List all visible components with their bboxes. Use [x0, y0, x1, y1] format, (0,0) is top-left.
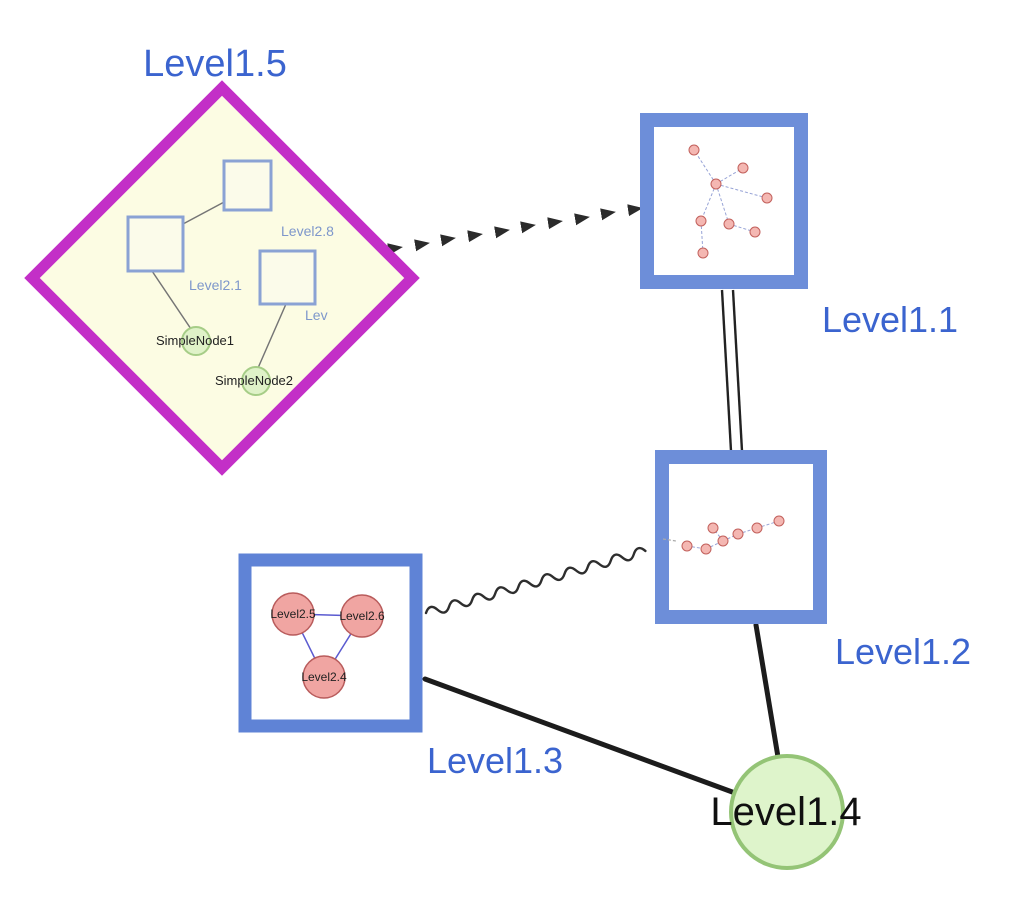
mini-node — [773, 515, 785, 527]
wavy-edge-path — [424, 546, 647, 615]
edge-level1-1-to-level1-2[interactable] — [720, 289, 744, 452]
node-level2-4[interactable] — [302, 655, 346, 699]
mini-edge — [715, 183, 730, 225]
mini-edge — [693, 149, 717, 185]
mini-node — [723, 218, 735, 230]
mini-node — [732, 528, 744, 540]
label-level1-2: Level1.2 — [835, 631, 971, 672]
mini-node — [751, 522, 763, 534]
node-simplenode1[interactable] — [181, 326, 211, 356]
double-edge-line-a — [720, 289, 733, 452]
label-level2-1: Level2.1 — [189, 277, 242, 293]
mini-edge — [715, 183, 768, 199]
mini-node — [710, 178, 722, 190]
mini-node — [697, 247, 709, 259]
edge-lev-to-simplenode2[interactable] — [257, 303, 287, 369]
node-level2-1[interactable] — [126, 215, 185, 273]
node-level2-5[interactable] — [271, 592, 315, 636]
mini-node — [681, 540, 693, 552]
edge-level1-3-to-level1-2[interactable] — [424, 546, 647, 618]
label-level1-5: Level1.5 — [143, 43, 287, 85]
node-level2-6[interactable] — [340, 594, 384, 638]
node-level1-1[interactable] — [640, 113, 808, 289]
mini-node — [695, 215, 707, 227]
mini-node — [700, 543, 712, 555]
label-level2-8: Level2.8 — [281, 223, 334, 239]
mini-edge — [756, 520, 780, 529]
edge-level1-2-to-level1-4[interactable] — [753, 622, 781, 760]
double-edge-line-b — [731, 289, 744, 452]
mini-node — [717, 535, 729, 547]
label-level1-4: Level1.4 — [710, 790, 861, 834]
label-level2-5: Level2.5 — [270, 607, 316, 621]
mini-node — [707, 522, 719, 534]
group-level1-2 — [655, 450, 827, 624]
level1-2-inner-graph — [662, 515, 785, 555]
group-level1-3: Level2.5 Level2.6 Level2.4 — [238, 553, 423, 733]
label-level1-1: Level1.1 — [822, 299, 958, 340]
node-level1-3[interactable] — [238, 553, 423, 733]
label-simplenode1: SimpleNode1 — [156, 333, 234, 348]
node-level1-5[interactable] — [24, 80, 420, 476]
mini-node — [737, 162, 749, 174]
group-level1-5: Level2.8 Level2.1 Lev SimpleNode1 Simple… — [24, 80, 420, 476]
node-level2-lev[interactable] — [258, 249, 317, 306]
label-level2-6: Level2.6 — [339, 609, 385, 623]
edge-level1-5-to-level1-1[interactable] — [387, 204, 643, 256]
mini-edge — [662, 538, 677, 542]
group-level1-1 — [640, 113, 808, 289]
label-level1-3: Level1.3 — [427, 740, 563, 781]
mini-node — [688, 144, 700, 156]
edge-level2-1-to-level2-8[interactable] — [182, 200, 227, 225]
level1-1-inner-graph — [688, 144, 773, 259]
edge-level2-1-to-simplenode1[interactable] — [151, 270, 192, 330]
node-simplenode2[interactable] — [241, 366, 271, 396]
label-level2-4: Level2.4 — [301, 670, 347, 684]
node-level1-4[interactable] — [729, 754, 845, 870]
mini-edge — [700, 183, 717, 222]
mini-node — [761, 192, 773, 204]
mini-node — [749, 226, 761, 238]
label-simplenode2: SimpleNode2 — [215, 373, 293, 388]
node-level2-8[interactable] — [222, 159, 273, 212]
edge-level1-3-to-level1-4[interactable] — [422, 676, 738, 796]
label-level2-lev: Lev — [305, 307, 328, 323]
